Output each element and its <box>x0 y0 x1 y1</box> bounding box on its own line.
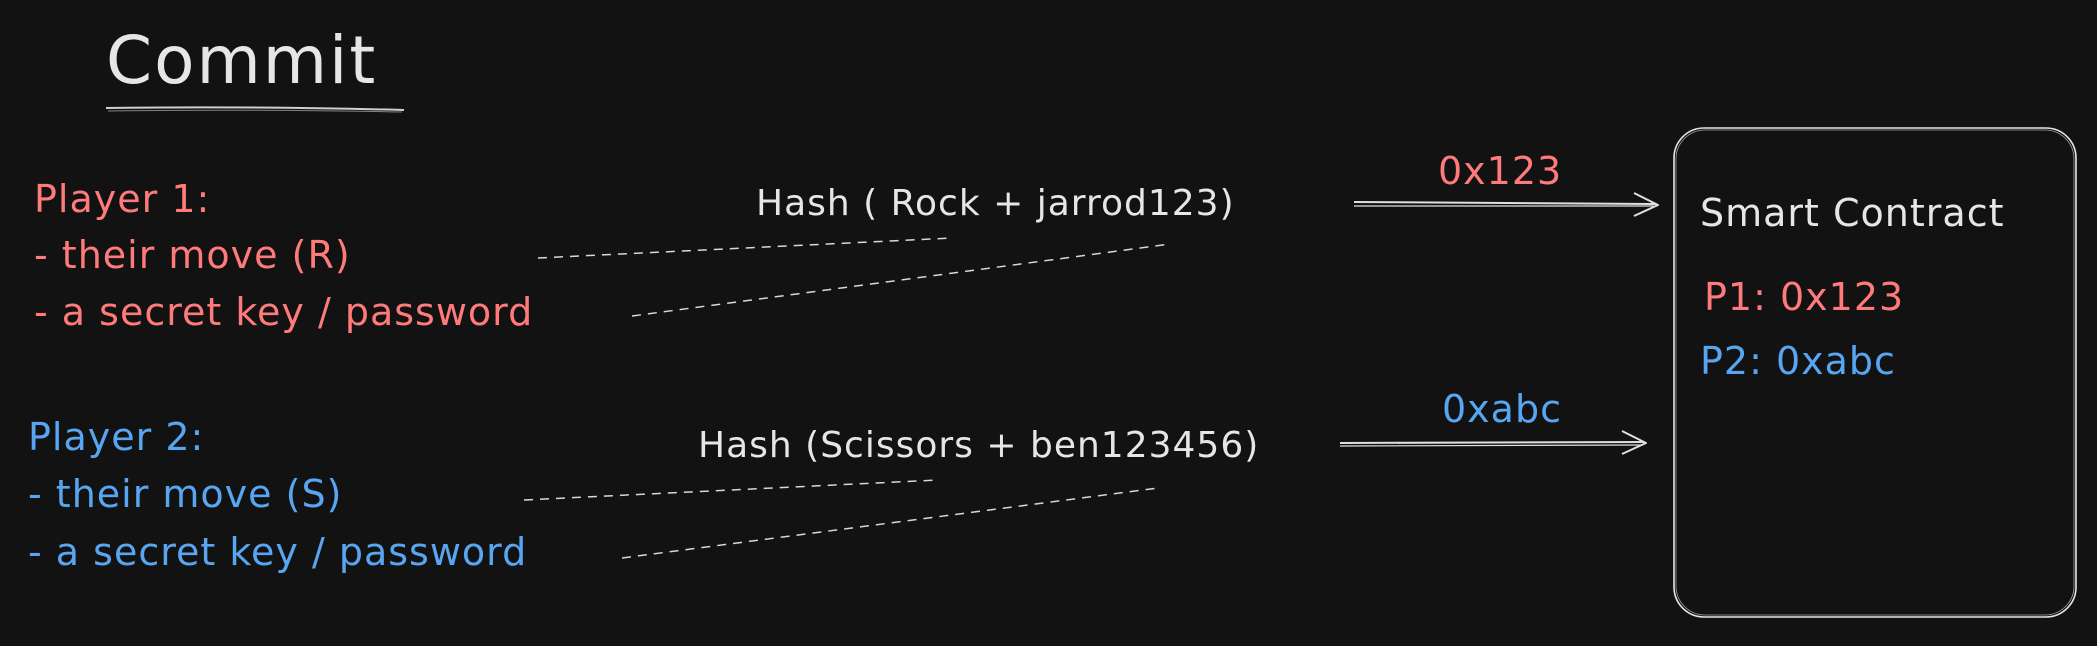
player1-move: - their move (R) <box>34 233 351 277</box>
player1-hash-expression: Hash ( Rock + jarrod123) <box>756 183 1235 224</box>
player2-heading: Player 2: <box>28 415 205 459</box>
smart-contract-p2-entry: P2: 0xabc <box>1700 339 1896 383</box>
p2-secret-dashed-connector <box>621 487 1159 559</box>
page-title: Commit <box>106 22 378 99</box>
player1-heading: Player 1: <box>34 177 211 221</box>
player2-hash-output: 0xabc <box>1442 387 1562 431</box>
smart-contract-title: Smart Contract <box>1700 191 2005 235</box>
p1-move-dashed-connector <box>537 237 953 259</box>
player2-secret: - a secret key / password <box>28 530 528 574</box>
p2-move-dashed-connector <box>523 479 939 501</box>
p1-hash-arrow <box>1353 192 1659 217</box>
player2-hash-expression: Hash (Scissors + ben123456) <box>698 425 1260 466</box>
p1-secret-dashed-connector <box>631 243 1171 317</box>
smart-contract-p1-entry: P1: 0x123 <box>1704 275 1905 319</box>
player1-secret: - a secret key / password <box>34 290 534 334</box>
player1-hash-output: 0x123 <box>1438 149 1563 193</box>
title-underline <box>105 106 405 111</box>
smart-contract-box <box>1673 127 2077 618</box>
p2-hash-arrow <box>1339 430 1647 455</box>
player2-move: - their move (S) <box>28 472 343 516</box>
